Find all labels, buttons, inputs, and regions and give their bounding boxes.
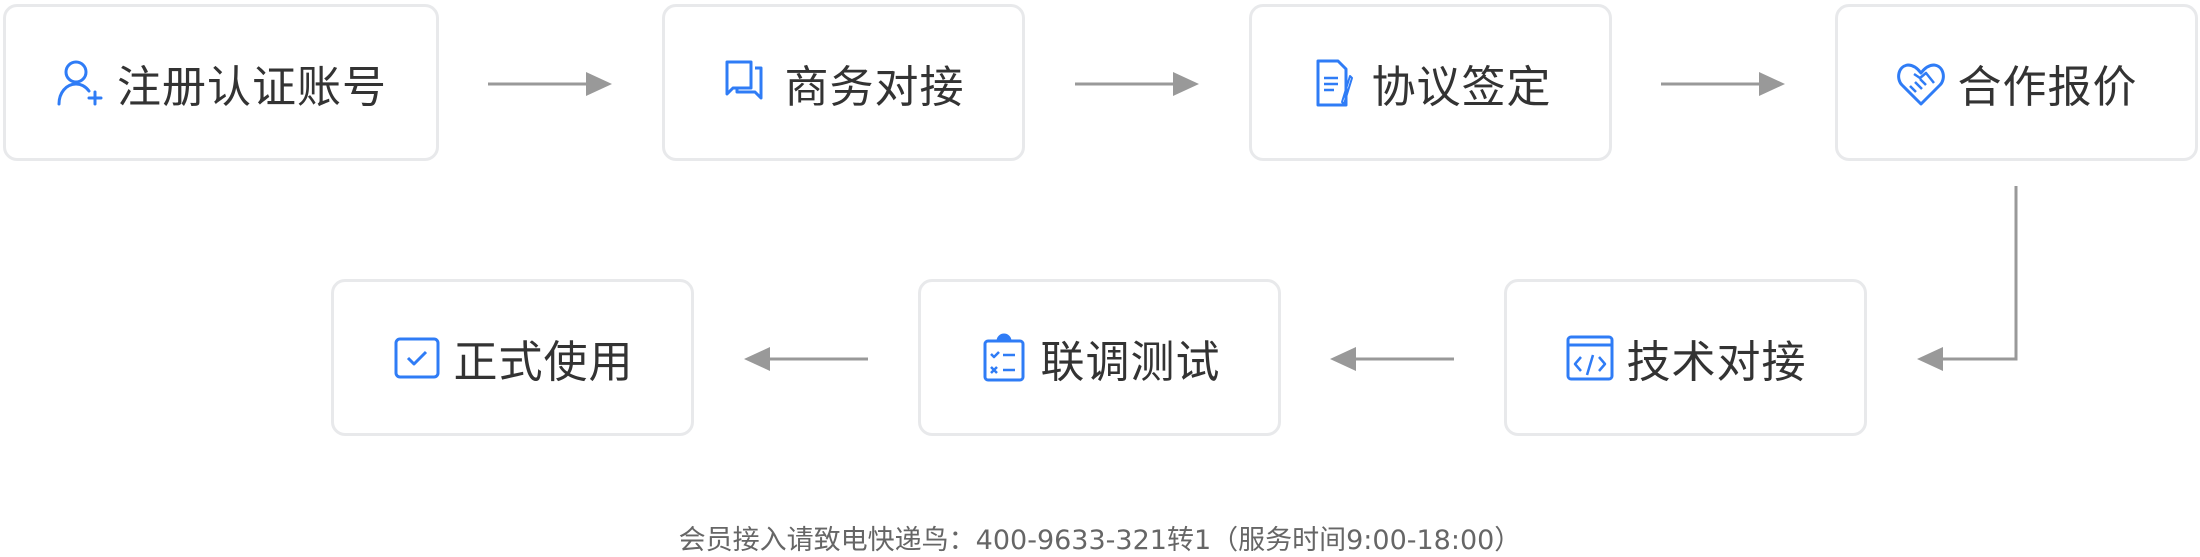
arrow-right-icon (1075, 72, 1199, 96)
checkbox-icon (394, 337, 439, 378)
clipboard-check-icon (983, 333, 1024, 381)
step-label: 合作报价 (1957, 61, 2138, 113)
step-joint-testing[interactable]: 联调测试 (918, 279, 1281, 436)
arrow-right-icon (488, 72, 612, 96)
step-tech-integration[interactable]: 技术对接 (1504, 279, 1867, 436)
step-official-use[interactable]: 正式使用 (331, 279, 694, 436)
arrow-down-left-icon (1917, 186, 2018, 371)
step-label: 正式使用 (453, 336, 634, 388)
arrow-left-icon (744, 347, 868, 371)
step-label: 协议签定 (1371, 61, 1552, 113)
contact-footer: 会员接入请致电快递鸟：400-9633-321转1（服务时间9:00-18:00… (678, 525, 1522, 556)
handshake-icon (1896, 63, 1945, 105)
chat-icon (725, 60, 762, 99)
step-label: 注册认证账号 (117, 61, 387, 113)
user-add-icon (57, 60, 103, 105)
step-business-contact[interactable]: 商务对接 (662, 4, 1025, 161)
step-label: 联调测试 (1040, 336, 1221, 388)
step-agreement-sign[interactable]: 协议签定 (1249, 4, 1612, 161)
arrow-right-icon (1661, 72, 1785, 96)
document-sign-icon (1316, 59, 1353, 106)
step-label: 商务对接 (784, 61, 965, 113)
step-cooperation-quote[interactable]: 合作报价 (1835, 4, 2198, 161)
code-icon (1566, 335, 1613, 380)
step-label: 技术对接 (1626, 336, 1807, 388)
step-register-account[interactable]: 注册认证账号 (3, 4, 439, 161)
arrow-left-icon (1330, 347, 1454, 371)
